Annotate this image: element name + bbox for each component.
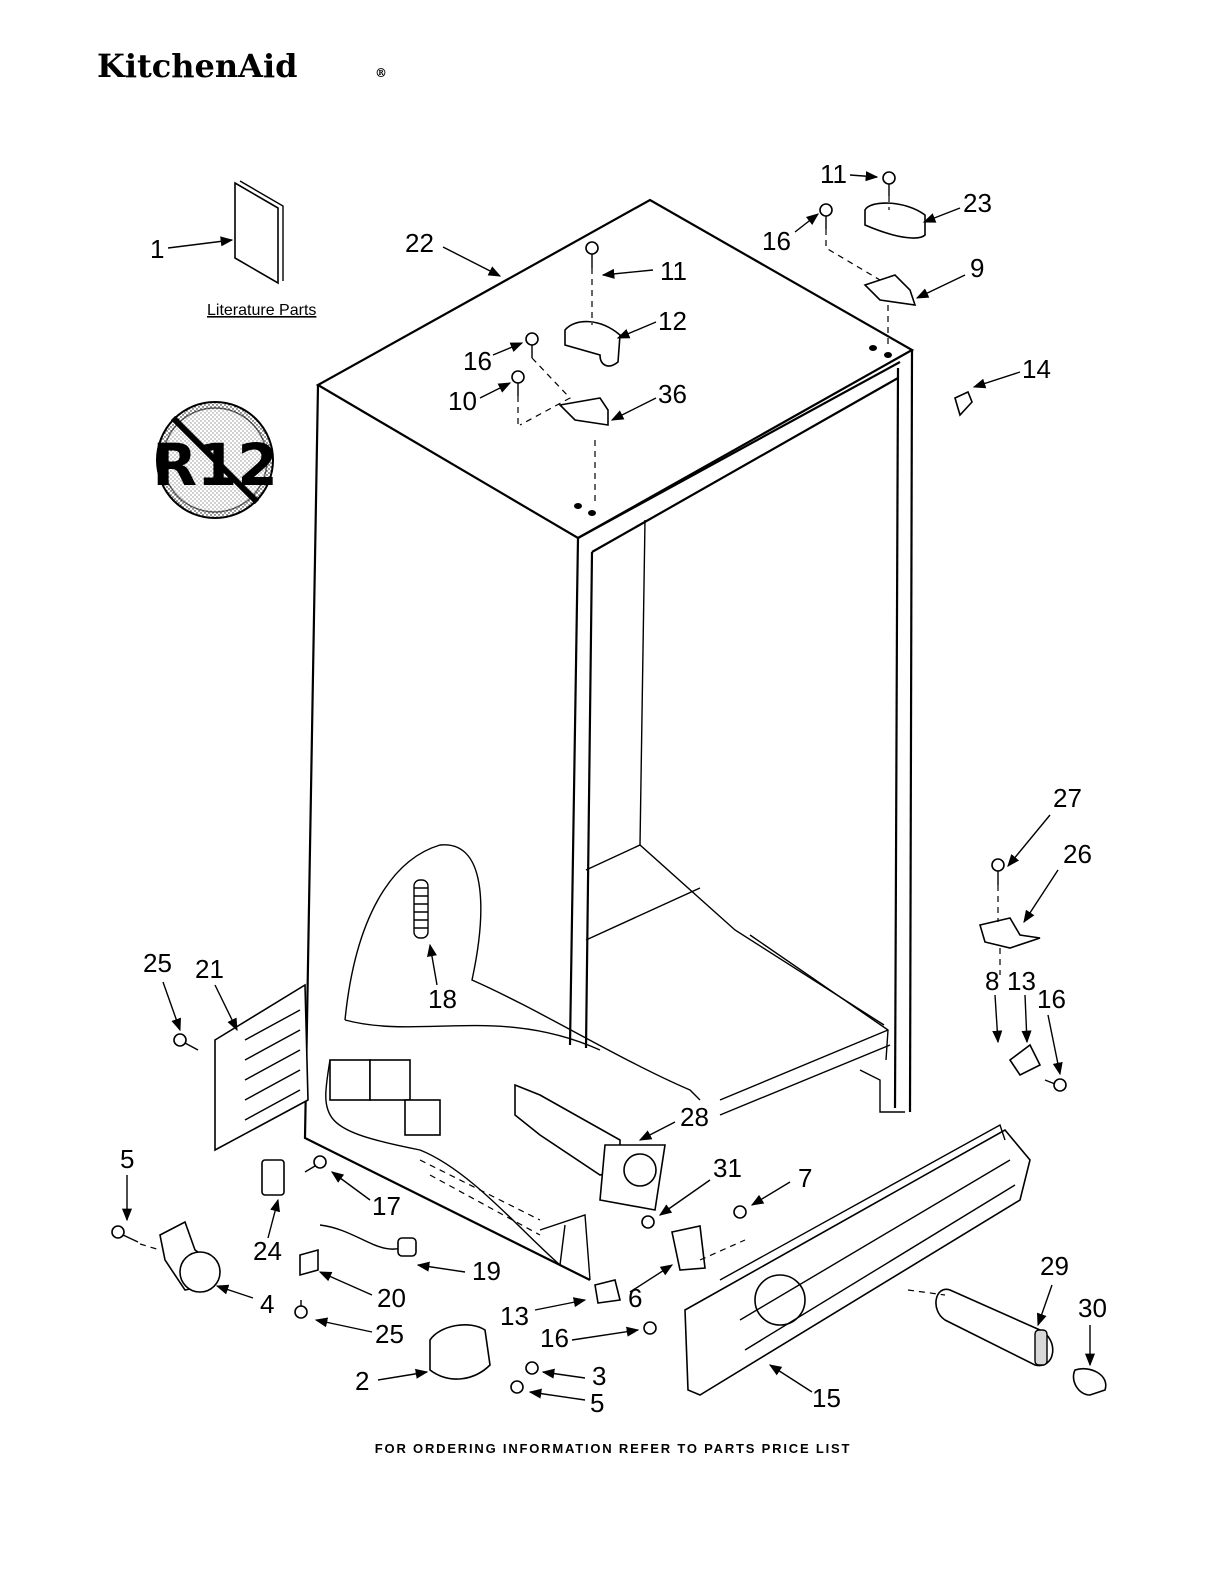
- hinge-bracket-26: [980, 918, 1040, 948]
- callout-11: 11: [660, 256, 687, 286]
- hinge-9: [865, 275, 915, 305]
- screw-16-left: [526, 333, 538, 358]
- callout-16-bottom: 16: [540, 1323, 569, 1353]
- callout-30: 30: [1078, 1293, 1107, 1323]
- callout-36: 36: [658, 379, 687, 409]
- rear-access-panel: [215, 985, 308, 1150]
- callout-13-right: 13: [1007, 966, 1036, 996]
- screw-31: [642, 1216, 654, 1228]
- callout-29: 29: [1040, 1251, 1069, 1281]
- screw-5-bottom: [511, 1381, 523, 1393]
- screw-7: [734, 1206, 746, 1218]
- callout-25: 25: [143, 948, 172, 978]
- callout-6: 6: [628, 1283, 642, 1313]
- callout-4: 4: [260, 1289, 274, 1319]
- callout-14: 14: [1022, 354, 1051, 384]
- callout-12: 12: [658, 306, 687, 336]
- screw-25-bottom: [295, 1300, 307, 1318]
- callout-7: 7: [798, 1163, 812, 1193]
- hinge-cover-23: [865, 203, 925, 238]
- clip-20: [300, 1250, 318, 1275]
- callout-11-right: 11: [820, 159, 847, 189]
- bracket-6: [672, 1226, 705, 1270]
- screw-27: [992, 859, 1004, 885]
- callout-1: 1: [150, 234, 164, 264]
- callout-16: 16: [463, 346, 492, 376]
- callout-31: 31: [713, 1153, 742, 1183]
- bracket-13-right: [1010, 1045, 1040, 1075]
- callout-24: 24: [253, 1236, 282, 1266]
- callout-3: 3: [592, 1361, 606, 1391]
- callout-19: 19: [472, 1256, 501, 1286]
- registered-mark: ®: [375, 66, 387, 80]
- ordering-info-footer: FOR ORDERING INFORMATION REFER TO PARTS …: [375, 1441, 851, 1456]
- screw-5-left: [112, 1226, 138, 1242]
- caster-4: [160, 1222, 220, 1292]
- water-filter: [936, 1289, 1053, 1365]
- callout-16-side: 16: [1037, 984, 1066, 1014]
- hinge-cover-12: [565, 322, 620, 366]
- callout-2: 2: [355, 1366, 369, 1396]
- callout-18: 18: [428, 984, 457, 1014]
- callout-20: 20: [377, 1283, 406, 1313]
- filter-cap: [1073, 1369, 1105, 1395]
- callout-28: 28: [680, 1102, 709, 1132]
- callout-22: 22: [405, 228, 434, 258]
- screw-11-top: [586, 242, 598, 268]
- screw-3: [526, 1362, 538, 1374]
- screw-25-left: [174, 1034, 198, 1050]
- screw-17: [305, 1156, 326, 1172]
- screw-16-side: [1045, 1079, 1066, 1091]
- callout-17: 17: [372, 1191, 401, 1221]
- bracket-13-bottom: [595, 1280, 620, 1303]
- screw-16-bottom: [644, 1322, 656, 1334]
- brand-name: KitchenAid: [97, 47, 297, 85]
- screw-11-right: [883, 172, 895, 196]
- screw-10: [512, 371, 524, 396]
- callout-25-bottom: 25: [375, 1319, 404, 1349]
- callout-16-right: 16: [762, 226, 791, 256]
- water-valve-tube-19: [320, 1225, 416, 1256]
- callout-15: 15: [812, 1383, 841, 1413]
- bracket-24: [262, 1160, 284, 1195]
- callout-5: 5: [120, 1144, 134, 1174]
- defrost-spring: [414, 880, 428, 938]
- callout-5-bottom: 5: [590, 1388, 604, 1418]
- screw-16-right: [820, 204, 832, 229]
- callout-21: 21: [195, 954, 224, 984]
- callout-10: 10: [448, 386, 477, 416]
- kitchenaid-logo: KitchenAid ®: [97, 47, 387, 85]
- spacer-14: [955, 392, 972, 415]
- hinge-36: [560, 398, 608, 425]
- caster-2: [430, 1325, 490, 1379]
- callout-9: 9: [970, 253, 984, 283]
- drain-tube: [515, 1085, 665, 1210]
- callout-27: 27: [1053, 783, 1082, 813]
- no-r12-badge: R12: [152, 402, 277, 518]
- callout-26: 26: [1063, 839, 1092, 869]
- literature-parts-label: Literature Parts: [207, 302, 316, 319]
- compressor-components: [330, 1060, 540, 1235]
- callout-8: 8: [985, 966, 999, 996]
- literature-booklet: [235, 181, 283, 283]
- callout-23: 23: [963, 188, 992, 218]
- callout-13-bottom: 13: [500, 1301, 529, 1331]
- r12-text: R12: [152, 431, 277, 499]
